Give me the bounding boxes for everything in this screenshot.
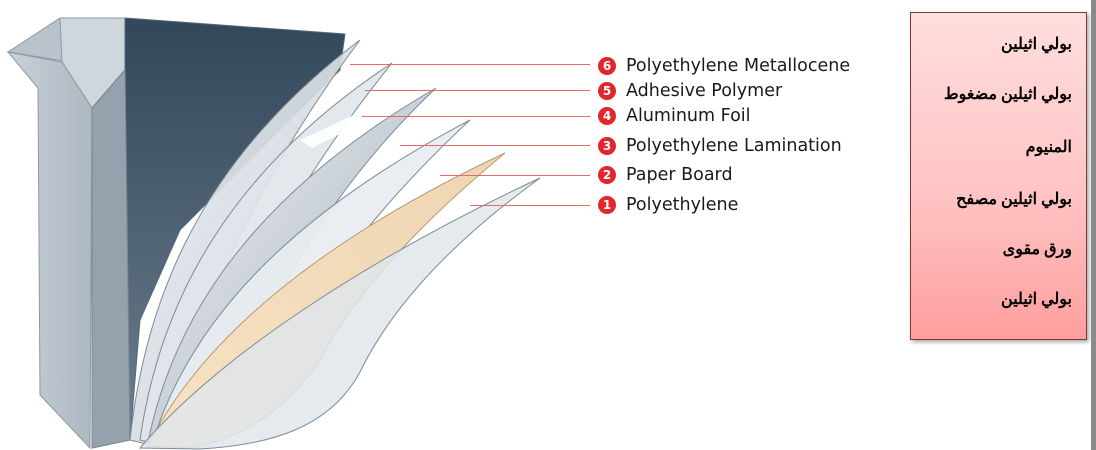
arabic-label-6: بولي اثيلين (1001, 289, 1072, 309)
legend-item-3: 3 Polyethylene Lamination (598, 134, 842, 158)
arabic-label-2: بولي اثيلين مضغوط (944, 84, 1072, 104)
number-badge: 6 (598, 57, 616, 75)
arabic-label-1: بولي اثيلين (1001, 34, 1072, 54)
leader-line-1 (470, 205, 590, 206)
number-badge: 5 (598, 82, 616, 100)
legend-label: Paper Board (626, 165, 733, 185)
legend-item-5: 5 Adhesive Polymer (598, 79, 782, 103)
legend-item-1: 1 Polyethylene (598, 193, 738, 217)
window-edge (1091, 0, 1096, 450)
leader-line-6 (350, 64, 590, 65)
legend-label: Adhesive Polymer (626, 81, 782, 101)
leader-line-3 (400, 145, 590, 146)
number-badge: 1 (598, 196, 616, 214)
leader-line-4 (362, 116, 590, 117)
arabic-label-3: المنيوم (1026, 137, 1072, 157)
number-badge: 2 (598, 166, 616, 184)
carton-side-face (92, 70, 130, 448)
arabic-translation-box: بولي اثيلين بولي اثيلين مضغوط المنيوم بو… (910, 12, 1087, 340)
arabic-label-4: بولي اثيلين مصفح (956, 189, 1072, 209)
leader-line-5 (365, 90, 590, 91)
legend-label: Polyethylene Lamination (626, 136, 842, 156)
legend-label: Aluminum Foil (626, 106, 751, 126)
carton-front-face (8, 52, 92, 448)
legend-item-4: 4 Aluminum Foil (598, 104, 751, 128)
legend-label: Polyethylene (626, 195, 738, 215)
arabic-label-5: ورق مقوى (1003, 239, 1072, 259)
legend-item-6: 6 Polyethylene Metallocene (598, 54, 850, 78)
number-badge: 4 (598, 107, 616, 125)
legend-item-2: 2 Paper Board (598, 163, 733, 187)
legend-label: Polyethylene Metallocene (626, 56, 850, 76)
leader-line-2 (440, 175, 590, 176)
number-badge: 3 (598, 137, 616, 155)
